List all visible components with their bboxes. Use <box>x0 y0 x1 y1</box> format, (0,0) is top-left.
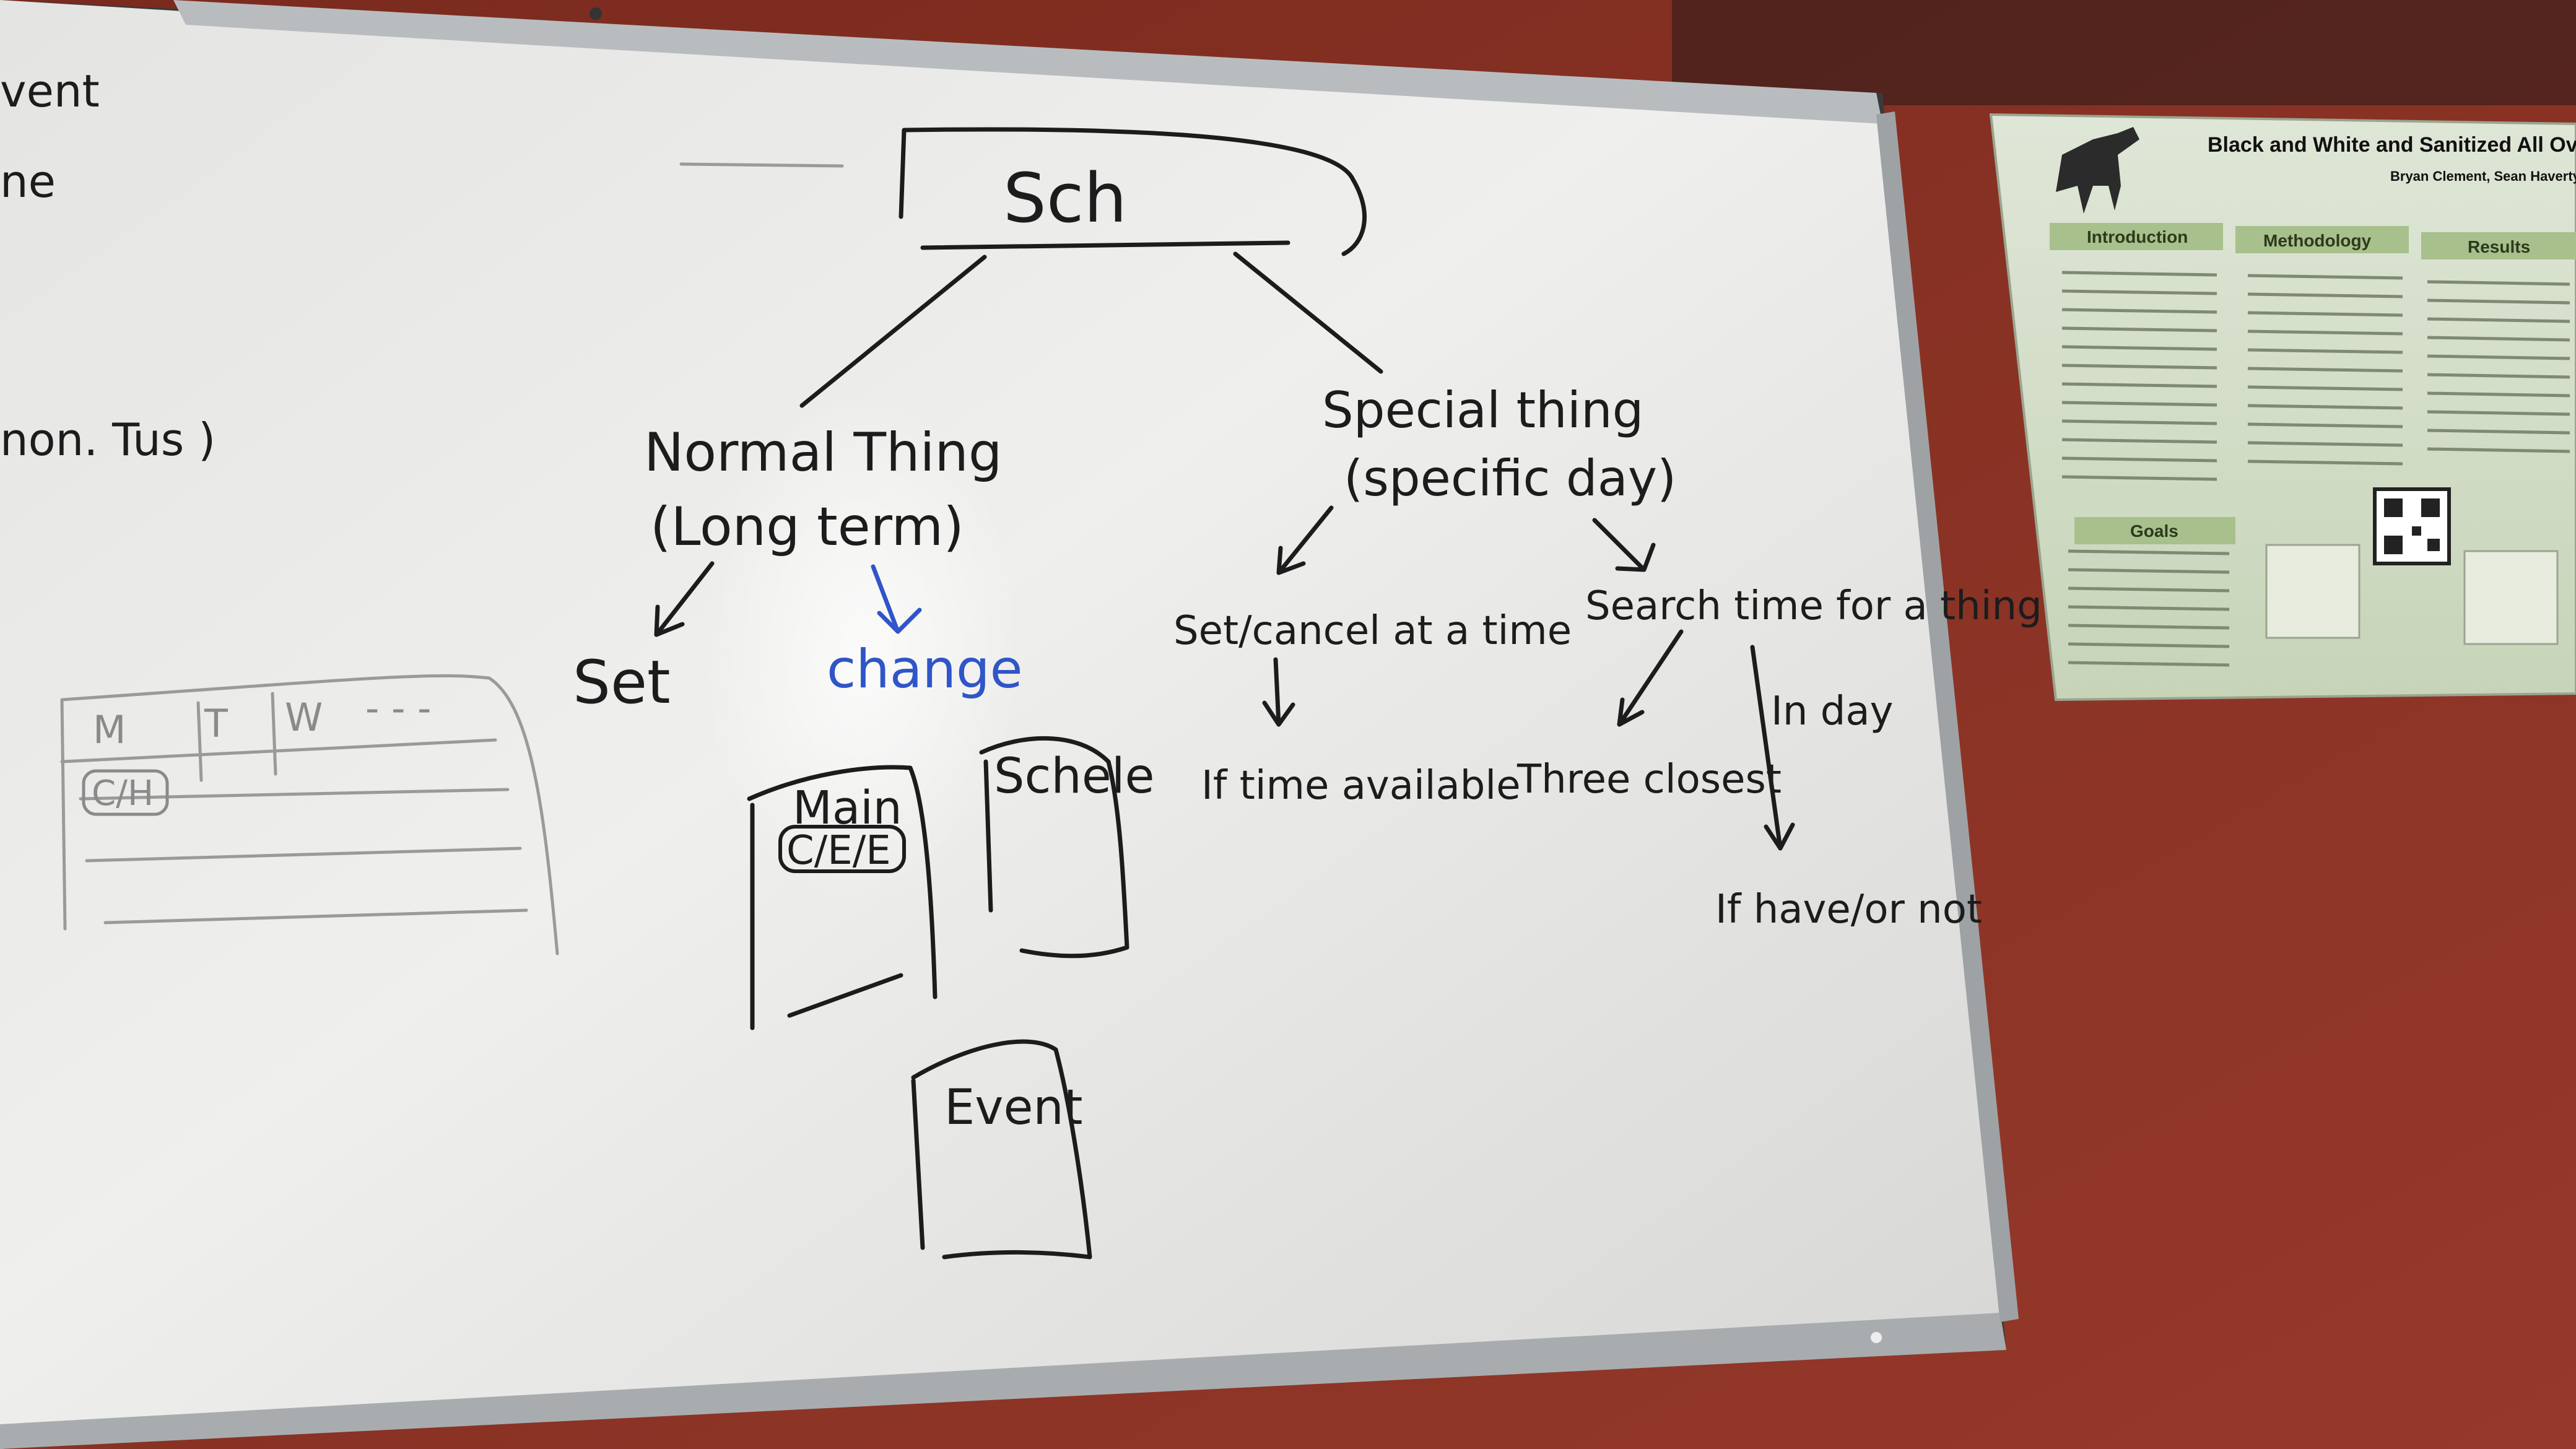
schedule-box-label: Schele <box>994 749 1154 804</box>
root-bracket <box>899 127 1367 256</box>
event-box <box>911 1039 1092 1260</box>
calendar-sketch <box>60 674 559 955</box>
calendar-header-m: M <box>93 707 126 752</box>
rail-screw <box>1871 1332 1882 1343</box>
three-closest-label: Three closest <box>1516 757 1782 803</box>
poster-tab-goals <box>2074 517 2235 544</box>
poster-authors: Bryan Clement, Sean Haverty <box>2390 168 2576 184</box>
left-text-3: non. Tus ) <box>0 414 215 466</box>
calendar-cell: C/H <box>92 773 154 814</box>
whiteboard-top-rail <box>173 0 1882 124</box>
set-cancel-label: Set/cancel at a time <box>1173 608 1572 654</box>
calendar-header-more: - - - <box>365 685 432 731</box>
poster-tab-results <box>2421 232 2576 259</box>
poster-section-results: Results <box>2468 237 2530 256</box>
if-time-label: If time available <box>1201 763 1521 809</box>
arrow-to-set-cancel <box>1276 505 1334 575</box>
whiteboard-right-rail <box>1876 111 2019 1322</box>
rail-screw <box>590 7 602 20</box>
branch-right <box>1233 251 1383 374</box>
arrow-to-search-time <box>1592 518 1656 572</box>
main-box <box>747 765 938 1030</box>
faint-dash <box>679 162 844 168</box>
light-glare <box>700 390 1022 910</box>
special-thing-label: Special thing <box>1322 381 1643 439</box>
whiteboard-bottom-rail <box>0 1313 2006 1449</box>
poster-section-goals: Goals <box>2130 521 2178 541</box>
poster-tab-introduction <box>2050 223 2223 250</box>
poster-section-introduction: Introduction <box>2087 227 2188 246</box>
main-box-sub: C/E/E <box>786 828 891 874</box>
in-day-label: In day <box>1771 689 1894 734</box>
poster-tab-methodology <box>2235 226 2409 253</box>
poster-section-methodology: Methodology <box>2263 231 2372 250</box>
poster-figure <box>2265 544 2361 639</box>
arrow-to-three-closest <box>1617 629 1684 727</box>
left-text-1: vent <box>0 65 100 117</box>
main-sub-box <box>778 825 906 873</box>
if-have-label: If have/or not <box>1715 887 1982 933</box>
normal-thing-label: Normal Thing <box>644 422 1003 484</box>
schedule-box <box>979 736 1129 959</box>
arrow-to-set <box>654 561 715 637</box>
dark-ceiling <box>1672 0 2576 105</box>
arrow-to-if-have <box>1750 645 1795 851</box>
root-node: Sch <box>1003 159 1127 238</box>
change-label: change <box>827 638 1023 700</box>
poster-body-text <box>2061 271 2570 667</box>
arrow-down-if-time <box>1262 657 1295 727</box>
event-box-label: Event <box>944 1080 1082 1136</box>
zebra-icon <box>2056 127 2139 214</box>
calendar-header-w: W <box>285 695 323 740</box>
set-label: Set <box>573 648 671 717</box>
poster-title: Black and White and Sanitized All Over: <box>2208 133 2576 157</box>
normal-thing-sub: (Long term) <box>650 496 964 558</box>
arrow-to-change <box>871 564 922 634</box>
calendar-cell-box <box>82 769 169 816</box>
calendar-header-t: T <box>204 701 228 746</box>
branch-left <box>799 255 987 408</box>
special-thing-sub: (specific day) <box>1344 450 1676 507</box>
search-time-label: Search time for a thing <box>1585 583 2042 629</box>
poster-figure <box>2463 550 2559 645</box>
left-text-2: ne <box>0 155 56 207</box>
qr-code-pattern <box>2384 498 2440 554</box>
